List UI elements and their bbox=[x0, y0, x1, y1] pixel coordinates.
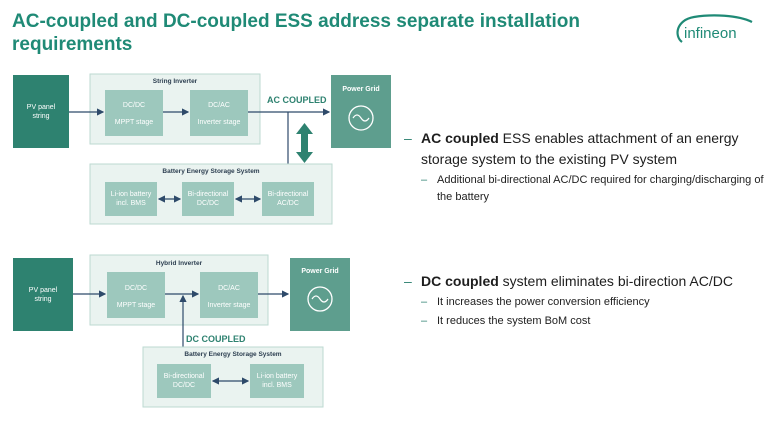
ac-coupled-text: –AC coupled ESS enables attachment of an… bbox=[404, 128, 764, 206]
dc-coupled-label: DC COUPLED bbox=[186, 334, 246, 344]
ac-sub-bullet: –Additional bi-directional AC/DC require… bbox=[421, 174, 764, 203]
dc-pv-panel-box bbox=[13, 258, 73, 331]
dc-power-grid-label: Power Grid bbox=[301, 268, 338, 275]
ac-grid-sine-wave bbox=[352, 114, 370, 122]
dc-grid-sine-icon bbox=[307, 286, 333, 312]
dc-dcdc-title: DC/DC bbox=[125, 285, 147, 292]
ac-dcdc-box bbox=[105, 90, 163, 136]
ac-pv-panel-box bbox=[13, 75, 69, 148]
ac-bess-label: Battery Energy Storage System bbox=[162, 168, 259, 175]
page-title: AC-coupled and DC-coupled ESS address se… bbox=[12, 11, 581, 55]
dc-grid-sine-wave bbox=[311, 295, 329, 303]
string-inverter-label: String Inverter bbox=[153, 78, 198, 85]
dc-dcac-title: DC/AC bbox=[218, 285, 240, 292]
dc-main-bullet: –DC coupled system eliminates bi-directi… bbox=[404, 273, 733, 289]
dc-coupled-text: –DC coupled system eliminates bi-directi… bbox=[404, 271, 764, 330]
ac-bidir-dcdc-box bbox=[182, 182, 234, 216]
ac-dcac-sub: Inverter stage bbox=[198, 119, 241, 126]
ac-power-grid-box bbox=[331, 75, 391, 148]
dc-dcdc-sub: MPPT stage bbox=[117, 302, 155, 309]
logo-text: infineon bbox=[684, 25, 737, 42]
dc-liion-box bbox=[250, 364, 304, 398]
ac-bidirectional-arrow bbox=[296, 123, 313, 163]
ac-dcac-box bbox=[190, 90, 248, 136]
dc-bidir-dcdc-box bbox=[157, 364, 211, 398]
ac-bullet-bold: AC coupled bbox=[421, 130, 499, 146]
ac-dcdc-sub: MPPT stage bbox=[115, 119, 153, 126]
infineon-logo: infineon bbox=[676, 14, 753, 43]
dc-power-grid-box bbox=[290, 258, 350, 331]
ac-bidir-acdc-box bbox=[262, 182, 314, 216]
dc-dcdc-box bbox=[107, 272, 165, 318]
dc-bullet-bold: DC coupled bbox=[421, 273, 499, 289]
ac-grid-sine-icon bbox=[348, 105, 374, 131]
ac-dcac-title: DC/AC bbox=[208, 102, 230, 109]
dc-dcac-box bbox=[200, 272, 258, 318]
ac-liion-box bbox=[105, 182, 157, 216]
ac-coupled-label: AC COUPLED bbox=[267, 95, 327, 105]
ac-bullet-rest: ESS enables attachment of an energy stor… bbox=[421, 130, 739, 167]
dc-dcac-sub: Inverter stage bbox=[208, 302, 251, 309]
dc-bullet-rest: system eliminates bi-direction AC/DC bbox=[498, 273, 733, 289]
dc-bess-label: Battery Energy Storage System bbox=[184, 351, 281, 358]
ac-power-grid-label: Power Grid bbox=[342, 86, 379, 93]
ac-main-bullet: –AC coupled ESS enables attachment of an… bbox=[404, 130, 739, 167]
dc-sub-bullet-1: –It increases the power conversion effic… bbox=[421, 296, 650, 308]
ac-dcdc-title: DC/DC bbox=[123, 102, 145, 109]
dc-sub-bullet-2: –It reduces the system BoM cost bbox=[421, 315, 591, 327]
hybrid-inverter-label: Hybrid Inverter bbox=[156, 260, 203, 267]
